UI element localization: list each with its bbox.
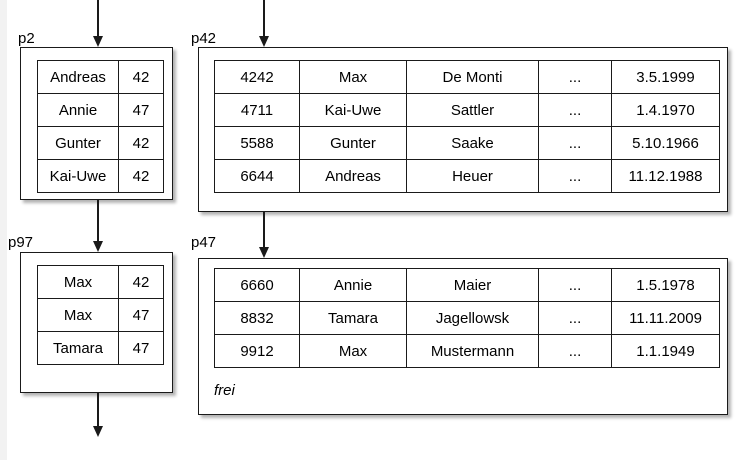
left-edge-strip [0,0,7,460]
cell-date: 1.5.1978 [611,268,720,302]
table-row: 4242 Max De Monti ... 3.5.1999 [214,60,720,94]
cell-ellipsis: ... [538,93,612,127]
cell-lastname: Jagellowsk [406,301,539,335]
cell-ellipsis: ... [538,159,612,193]
table-p42: 4242 Max De Monti ... 3.5.1999 4711 Kai-… [214,60,720,193]
cell-date: 11.12.1988 [611,159,720,193]
cell-id: 4242 [214,60,300,94]
cell-value: 42 [118,60,164,94]
cell-ellipsis: ... [538,334,612,368]
cell-lastname: Heuer [406,159,539,193]
cell-id: 6660 [214,268,300,302]
cell-firstname: Annie [299,268,407,302]
cell-ellipsis: ... [538,268,612,302]
page-label-p97: p97 [8,234,34,251]
cell-firstname: Kai-Uwe [299,93,407,127]
table-p2: Andreas 42 Annie 47 Gunter 42 Kai-Uwe 42 [37,60,164,193]
page-label-p2: p2 [18,30,35,47]
cell-date: 11.11.2009 [611,301,720,335]
table-p47: 6660 Annie Maier ... 1.5.1978 8832 Tamar… [214,268,720,368]
cell-date: 1.4.1970 [611,93,720,127]
table-row: Kai-Uwe 42 [37,159,164,193]
table-row: Max 42 [37,265,164,299]
cell-lastname: De Monti [406,60,539,94]
cell-name: Tamara [37,331,119,365]
page-label-p42: p42 [191,30,217,47]
table-row: Annie 47 [37,93,164,127]
free-space-label: frei [214,382,235,399]
cell-name: Andreas [37,60,119,94]
cell-name: Kai-Uwe [37,159,119,193]
cell-id: 9912 [214,334,300,368]
cell-value: 42 [118,159,164,193]
cell-firstname: Tamara [299,301,407,335]
cell-name: Max [37,298,119,332]
arrow-p42-to-p47 [259,212,269,258]
cell-id: 6644 [214,159,300,193]
table-row: Max 47 [37,298,164,332]
cell-id: 8832 [214,301,300,335]
table-row: Andreas 42 [37,60,164,94]
table-row: 4711 Kai-Uwe Sattler ... 1.4.1970 [214,93,720,127]
cell-lastname: Saake [406,126,539,160]
table-row: 6660 Annie Maier ... 1.5.1978 [214,268,720,302]
cell-date: 1.1.1949 [611,334,720,368]
table-row: 9912 Max Mustermann ... 1.1.1949 [214,334,720,368]
cell-id: 5588 [214,126,300,160]
cell-date: 3.5.1999 [611,60,720,94]
cell-value: 42 [118,126,164,160]
table-row: 5588 Gunter Saake ... 5.10.1966 [214,126,720,160]
cell-lastname: Mustermann [406,334,539,368]
cell-value: 47 [118,331,164,365]
cell-lastname: Maier [406,268,539,302]
cell-ellipsis: ... [538,126,612,160]
cell-firstname: Max [299,60,407,94]
cell-id: 4711 [214,93,300,127]
cell-firstname: Andreas [299,159,407,193]
table-row: 8832 Tamara Jagellowsk ... 11.11.2009 [214,301,720,335]
cell-value: 47 [118,298,164,332]
cell-value: 47 [118,93,164,127]
table-p97: Max 42 Max 47 Tamara 47 [37,265,164,365]
cell-lastname: Sattler [406,93,539,127]
cell-firstname: Gunter [299,126,407,160]
arrow-p2-to-p97 [93,200,103,252]
cell-name: Annie [37,93,119,127]
cell-ellipsis: ... [538,60,612,94]
arrow-into-p42 [259,0,269,47]
cell-firstname: Max [299,334,407,368]
table-row: Gunter 42 [37,126,164,160]
cell-value: 42 [118,265,164,299]
cell-name: Max [37,265,119,299]
cell-name: Gunter [37,126,119,160]
page-label-p47: p47 [191,234,217,251]
table-row: Tamara 47 [37,331,164,365]
table-row: 6644 Andreas Heuer ... 11.12.1988 [214,159,720,193]
cell-date: 5.10.1966 [611,126,720,160]
arrow-into-p2 [93,0,103,47]
cell-ellipsis: ... [538,301,612,335]
arrow-p97-out [93,393,103,439]
